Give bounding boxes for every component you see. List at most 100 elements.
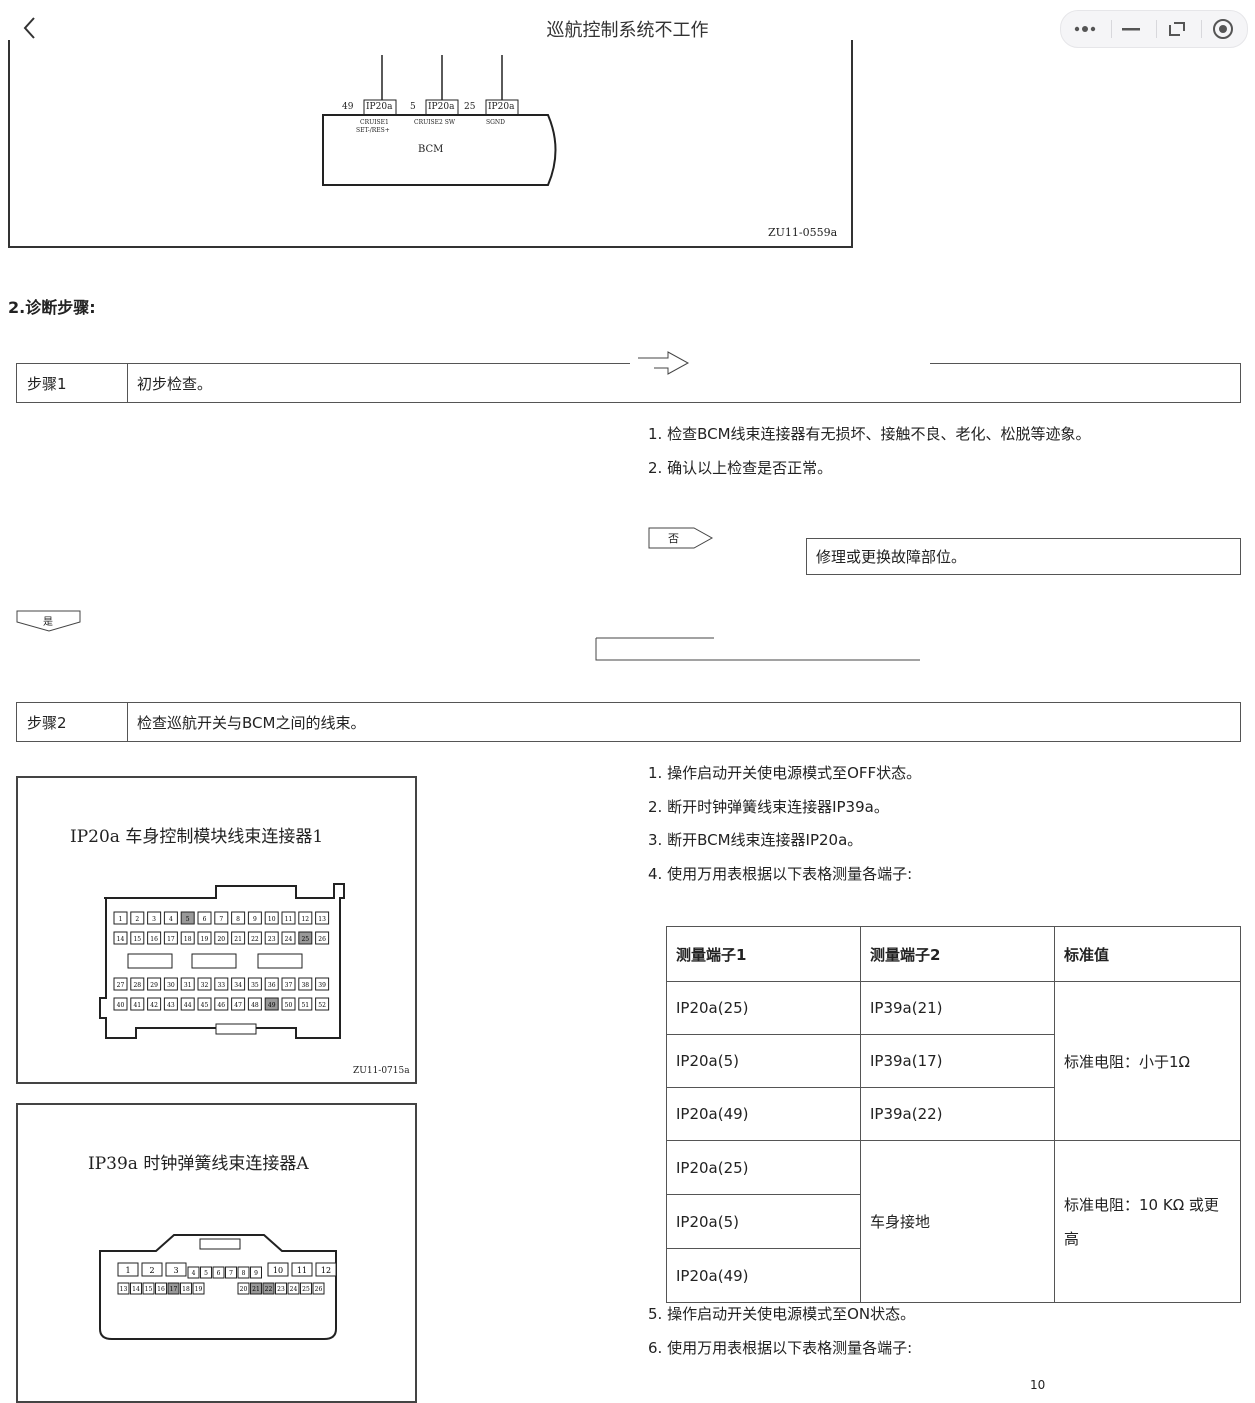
pin-cell (163, 997, 178, 1011)
step1-label: 步骤1 (17, 364, 128, 402)
pin-cell (130, 911, 145, 925)
pin-cell (281, 911, 296, 925)
pin-cell (312, 1282, 325, 1295)
pin-number: 35 (251, 982, 259, 989)
pin-cell (247, 977, 262, 991)
pin-number: 1 (125, 1266, 130, 1275)
pin-cell (180, 997, 195, 1011)
pin-number: 52 (318, 1002, 326, 1009)
pin-cell (163, 931, 178, 945)
record-icon[interactable] (1201, 15, 1241, 43)
table-cell: IP20a(49) (666, 1087, 861, 1141)
pin-signal: SET-/RES+ (356, 127, 390, 134)
table-cell: IP39a(21) (860, 981, 1055, 1035)
pin-number: 4 (169, 916, 173, 923)
pin-number: 23 (268, 936, 276, 943)
pin-cell (231, 931, 246, 945)
step2-instructions: 1. 操作启动开关使电源模式至OFF状态。 2. 断开时钟弹簧线束连接器IP39… (648, 757, 921, 891)
table-row: IP20a(25) 车身接地 标准电阻：10 KΩ 或更高 (666, 1140, 1241, 1303)
pin-number: 13 (318, 916, 326, 923)
diagram-code: ZU11-0559a (768, 226, 838, 239)
table-header: 标准值 (1054, 926, 1241, 982)
yes-branch-tag: 是 (16, 610, 82, 632)
pin-number: 6 (203, 916, 207, 923)
pin-cell (142, 1282, 155, 1295)
pin-number: 17 (170, 1286, 178, 1293)
pin-cell (250, 1266, 262, 1279)
step2-box: 步骤2 检查巡航开关与BCM之间的线束。 (16, 702, 1241, 742)
pin-number: 33 (217, 982, 225, 989)
pin-cell (155, 1282, 167, 1295)
pin-cell (192, 1282, 205, 1295)
pin-number: 44 (184, 1002, 192, 1009)
pin-number: 3 (152, 916, 156, 923)
pin-number: 19 (201, 936, 209, 943)
pin-number: 29 (150, 982, 158, 989)
pin-number: 34 (234, 982, 242, 989)
pin-number: 4 (192, 1270, 196, 1277)
measurement-table: 测量端子1 测量端子2 标准值 IP20a(25) IP39a(21) 标准电阻… (666, 926, 1241, 1303)
pin-cell (225, 1266, 237, 1279)
pin-number: 7 (219, 916, 223, 923)
pin-number: 2 (135, 916, 139, 923)
pin-number: 10 (268, 916, 276, 923)
table-cell-ground: 车身接地 (860, 1140, 1055, 1303)
pin-cell (117, 1282, 130, 1295)
figure-title: IP39a 时钟弹簧线束连接器A (88, 1154, 309, 1174)
pin-cell (197, 997, 212, 1011)
pin-number: 12 (321, 1266, 331, 1275)
pin-cell (237, 1282, 250, 1295)
table-row: IP20a(49) (666, 1248, 1241, 1303)
table-cell: IP20a(5) (666, 1034, 861, 1088)
pin-number: 28 (133, 982, 141, 989)
module-label: BCM (418, 144, 444, 155)
pin-number: 6 (217, 1270, 221, 1277)
restore-icon[interactable] (1156, 15, 1196, 43)
table-cell: IP39a(17) (860, 1034, 1055, 1088)
pin-cell (165, 1262, 187, 1277)
pin-cell (275, 1282, 287, 1295)
connector-line (595, 637, 920, 661)
pin-number: 11 (297, 1266, 307, 1275)
pin-cell (264, 931, 279, 945)
pin-cell (187, 1266, 200, 1279)
table-row: IP20a(49) IP39a(22) (666, 1087, 1241, 1141)
pin-number: 42 (150, 1002, 158, 1009)
pin-number: 25 (464, 102, 476, 112)
table-cell: IP20a(25) (666, 981, 861, 1035)
minimize-icon[interactable] (1111, 15, 1151, 43)
pin-number: 5 (204, 1270, 208, 1277)
pin-signal: CRUISE1 (360, 119, 389, 126)
list-item: 2. 断开时钟弹簧线束连接器IP39a。 (648, 797, 889, 816)
pin-number: 26 (318, 936, 326, 943)
page-number: 10 (1030, 1378, 1046, 1392)
pin-number: 8 (242, 1270, 246, 1277)
more-icon[interactable] (1065, 15, 1105, 43)
pin-number: 16 (150, 936, 158, 943)
pin-cell (147, 997, 162, 1011)
pin-number: 20 (240, 1286, 248, 1293)
pin-number: 39 (318, 982, 326, 989)
table-row: IP20a(5) (666, 1194, 1241, 1249)
pin-cell (250, 1282, 262, 1295)
list-item: 3. 断开BCM线束连接器IP20a。 (648, 831, 863, 849)
pin-number: 9 (253, 916, 257, 923)
pin-number: 49 (268, 1002, 276, 1009)
pin-number: 12 (301, 916, 309, 923)
pin-cell (315, 911, 330, 925)
pin-cell (264, 997, 279, 1011)
pin-number: 16 (157, 1286, 165, 1293)
pin-cell (281, 931, 296, 945)
pin-number: 2 (149, 1266, 154, 1275)
pin-number: 18 (184, 936, 192, 943)
figure-title: IP20a 车身控制模块线束连接器1 (70, 827, 324, 847)
pin-cell (113, 931, 128, 945)
pin-cell (113, 911, 128, 925)
step1-box: 步骤1 初步检查。 (16, 363, 1241, 403)
title-bar: 巡航控制系统不工作 (0, 0, 1255, 56)
chevron-left-icon[interactable] (18, 14, 44, 42)
pin-number: 11 (285, 916, 293, 923)
pin-cell (212, 1266, 225, 1279)
